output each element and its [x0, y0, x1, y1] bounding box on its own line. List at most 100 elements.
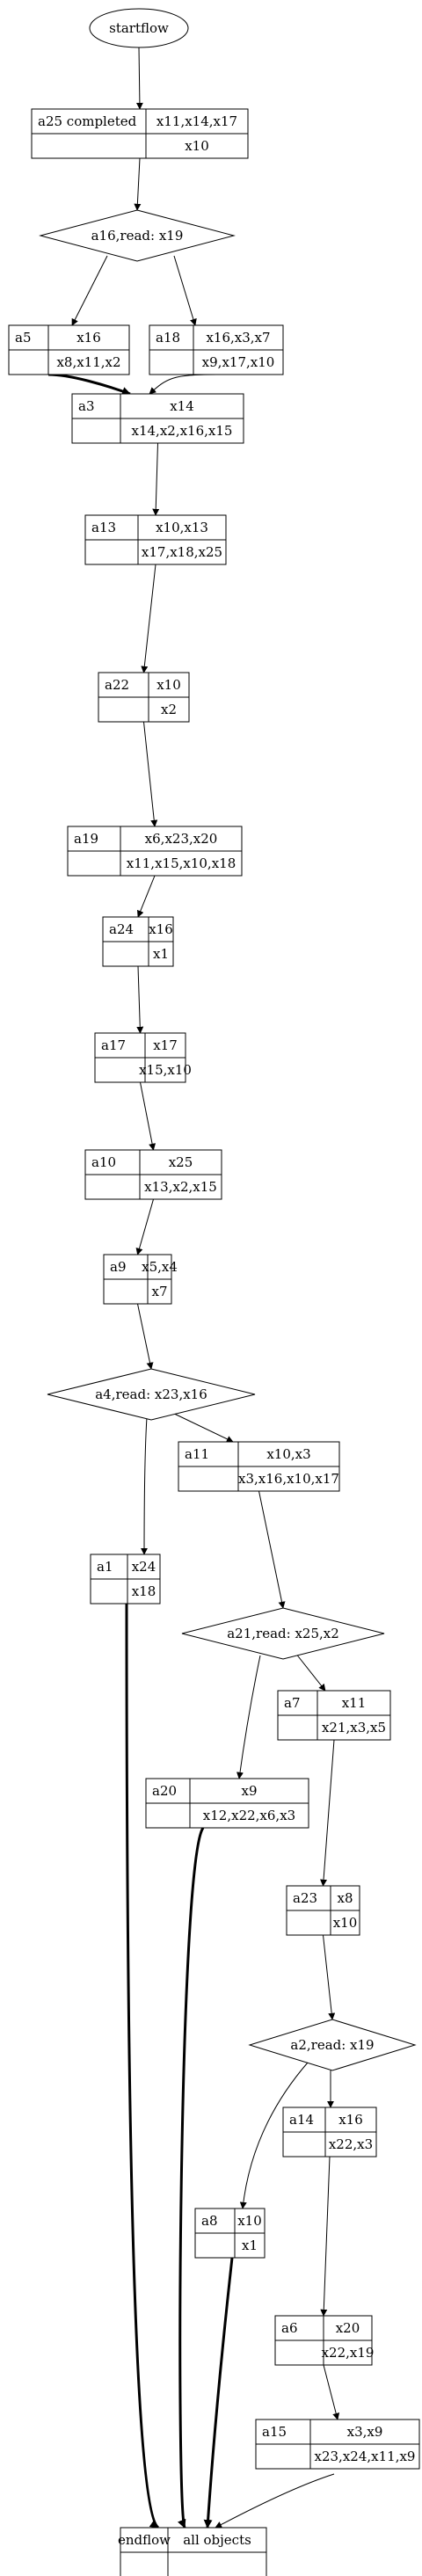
- decision-node-a21: a21,read: x25,x2: [181, 1607, 385, 1660]
- edge-a10-to-a9: [135, 1198, 154, 1255]
- activity-node-a22: a22 x10 x2: [98, 672, 190, 723]
- activity-writes: x3,x9: [347, 2424, 383, 2440]
- activity-writes: x5,x4: [142, 1259, 178, 1275]
- edge-a13-to-a22: [141, 564, 156, 673]
- decision-diamond: [248, 2019, 417, 2071]
- activity-node-a13: a13 x10,x13 x17,x18,x25: [84, 514, 227, 565]
- activity-title: a14: [289, 2112, 314, 2128]
- start-label: startflow: [109, 20, 169, 36]
- decision-diamond: [47, 1368, 256, 1421]
- edge-a7-to-a23: [320, 1739, 335, 1887]
- edge-a4-to-a11: [168, 1410, 234, 1443]
- activity-node-a17: a17 x17 x15,x10: [94, 1032, 192, 1083]
- activity-writes: x11: [342, 1695, 367, 1711]
- edge-a16-to-a5: [71, 255, 108, 326]
- activity-node-a11: a11 x10,x3 x3,x16,x10,x17: [178, 1441, 340, 1492]
- activity-writes: x10: [156, 677, 181, 693]
- edge-a20-to-end: [178, 1827, 205, 2529]
- activity-title: a17: [101, 1037, 126, 1053]
- edge-a21-to-a7: [295, 1652, 326, 1692]
- activity-writes: x14: [170, 398, 194, 414]
- activity-title: a24: [109, 921, 134, 937]
- activity-title: a1: [97, 1559, 113, 1575]
- activity-writes: x16: [149, 921, 173, 937]
- activity-title: a6: [281, 2320, 298, 2336]
- activity-node-a3: a3 x14 x14,x2,x16,x15: [71, 393, 244, 444]
- activity-title: a15: [262, 2424, 287, 2440]
- edge-a21-to-a20: [236, 1655, 261, 1779]
- edge-start-to-a25: [135, 47, 143, 110]
- activity-node-a20: a20 x9 x12,x22,x6,x3: [145, 1778, 309, 1829]
- activity-node-a9: a9 x5,x4 x7: [103, 1254, 178, 1305]
- decision-diamond: [39, 209, 236, 262]
- activity-reads: x18: [132, 1583, 156, 1599]
- decision-node-a4: a4,read: x23,x16: [47, 1368, 256, 1421]
- activity-title: a5: [15, 330, 32, 346]
- activity-reads: x3,x16,x10,x17: [238, 1471, 339, 1487]
- activity-reads: x7: [151, 1284, 167, 1299]
- activity-writes: x9: [241, 1783, 257, 1799]
- activity-writes: x16: [338, 2112, 363, 2128]
- edge-a14-to-a6: [320, 2156, 331, 2317]
- edge-a25-to-a16: [134, 157, 142, 211]
- decision-label: a16,read: x19: [91, 228, 184, 244]
- activity-reads: x11,x15,x10,x18: [127, 855, 236, 871]
- edge-a11-to-a21: [258, 1490, 286, 1609]
- edge-a3-to-a13: [152, 442, 160, 516]
- decision-node-a2: a2,read: x19: [248, 2019, 417, 2071]
- edge-a6-to-a15: [323, 2364, 340, 2420]
- edge-a5-to-a3: [47, 373, 131, 396]
- activity-title: a9: [110, 1259, 127, 1275]
- activity-reads: x2: [161, 702, 177, 717]
- activity-writes: x10,x13: [156, 520, 208, 535]
- edge-a22-to-a19: [143, 721, 158, 827]
- decision-node-a16: a16,read: x19: [39, 209, 236, 262]
- end-label: endflow: [118, 2532, 171, 2548]
- activity-reads: x10: [185, 138, 209, 154]
- activity-title: a20: [152, 1783, 177, 1799]
- edge-a18-to-a3: [149, 374, 217, 395]
- activity-title: a13: [91, 520, 116, 535]
- activity-reads: x13,x2,x15: [144, 1179, 217, 1195]
- activity-writes: x11,x14,x17: [156, 113, 237, 129]
- activity-writes: x25: [169, 1154, 193, 1170]
- activity-title: a11: [185, 1446, 209, 1462]
- activity-writes: x17: [153, 1037, 178, 1053]
- activity-reads: x15,x10: [139, 1062, 192, 1078]
- activity-reads: x14,x2,x16,x15: [132, 423, 233, 439]
- edge-a4-to-a1: [141, 1416, 149, 1555]
- activity-writes: x10,x3: [266, 1446, 310, 1462]
- end-objects: all objects: [183, 2532, 251, 2548]
- activity-title: a23: [293, 1890, 317, 1906]
- edge-a9-to-a4: [137, 1303, 154, 1370]
- activity-writes: x6,x23,x20: [145, 831, 218, 847]
- activity-reads: x17,x18,x25: [142, 544, 222, 560]
- edge-a19-to-a24: [136, 875, 156, 918]
- activity-title: a7: [284, 1695, 301, 1711]
- decision-label: a4,read: x23,x16: [95, 1386, 207, 1402]
- end-node: endflow all objects: [118, 2527, 267, 2576]
- decision-diamond: [181, 1607, 385, 1660]
- activity-reads: x12,x22,x6,x3: [203, 1808, 295, 1823]
- start-ellipse: [89, 8, 189, 48]
- activity-reads: x22,x3: [329, 2136, 373, 2152]
- activity-reads: x21,x3,x5: [322, 1720, 386, 1736]
- activity-title: a22: [105, 677, 129, 693]
- activity-writes: x10: [237, 2213, 262, 2229]
- activity-reads: x1: [153, 946, 169, 962]
- activity-title: a3: [78, 398, 95, 414]
- edge-a1-to-end: [125, 1603, 160, 2529]
- start-node: startflow: [89, 8, 189, 48]
- activity-reads: x1: [242, 2238, 258, 2253]
- activity-node-a7: a7 x11 x21,x3,x5: [277, 1690, 391, 1741]
